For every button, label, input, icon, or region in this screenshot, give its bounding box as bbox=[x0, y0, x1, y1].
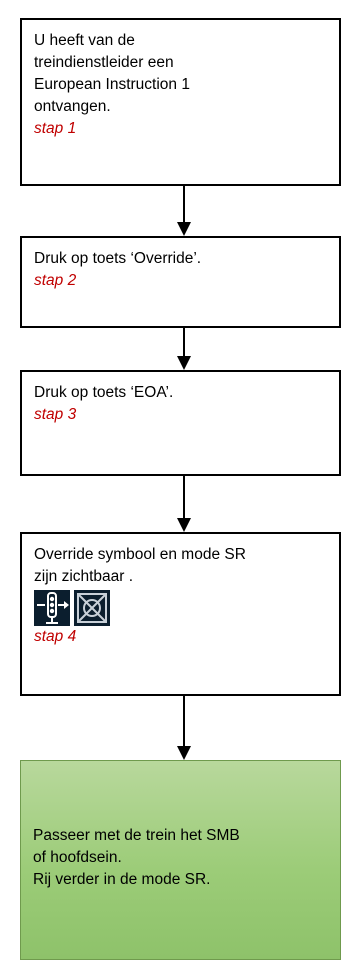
final-line-3: Rij verder in de mode SR. bbox=[33, 871, 211, 888]
step-1-label: stap 1 bbox=[34, 120, 77, 137]
arrow-down-icon bbox=[177, 518, 191, 532]
step-4-label: stap 4 bbox=[34, 628, 77, 645]
final-line-2: of hoofdsein. bbox=[33, 849, 122, 866]
arrow-down-icon bbox=[177, 746, 191, 760]
step-2-box: Druk op toets ‘Override’. stap 2 bbox=[20, 236, 341, 328]
step-1-line-1: U heeft van de bbox=[34, 32, 135, 49]
step-3-line-1: Druk op toets ‘EOA’. bbox=[34, 384, 174, 401]
arrow-down-icon bbox=[177, 356, 191, 370]
step-1-box: U heeft van de treindienstleider een Eur… bbox=[20, 18, 341, 186]
step-1-line-3: European Instruction 1 bbox=[34, 76, 190, 93]
step-4-line-1: Override symbool en mode SR bbox=[34, 546, 246, 563]
final-action-box: Passeer met de trein het SMB of hoofdsei… bbox=[20, 760, 341, 960]
step-4-line-2: zijn zichtbaar . bbox=[34, 568, 134, 585]
arrow-down-icon bbox=[177, 222, 191, 236]
step-1-line-2: treindienstleider een bbox=[34, 54, 174, 71]
step-2-label: stap 2 bbox=[34, 272, 77, 289]
step-3-box: Druk op toets ‘EOA’. stap 3 bbox=[20, 370, 341, 476]
arrow-4 bbox=[174, 696, 194, 760]
dmi-icons bbox=[34, 590, 327, 626]
final-line-1: Passeer met de trein het SMB bbox=[33, 827, 240, 844]
step-1-line-4: ontvangen. bbox=[34, 98, 111, 115]
step-2-line-1: Druk op toets ‘Override’. bbox=[34, 250, 202, 267]
arrow-2 bbox=[174, 328, 194, 370]
step-3-label: stap 3 bbox=[34, 406, 77, 423]
sr-mode-icon bbox=[74, 590, 110, 626]
arrow-3 bbox=[174, 476, 194, 532]
step-4-box: Override symbool en mode SR zijn zichtba… bbox=[20, 532, 341, 696]
arrow-1 bbox=[174, 186, 194, 236]
override-signal-icon bbox=[34, 590, 70, 626]
